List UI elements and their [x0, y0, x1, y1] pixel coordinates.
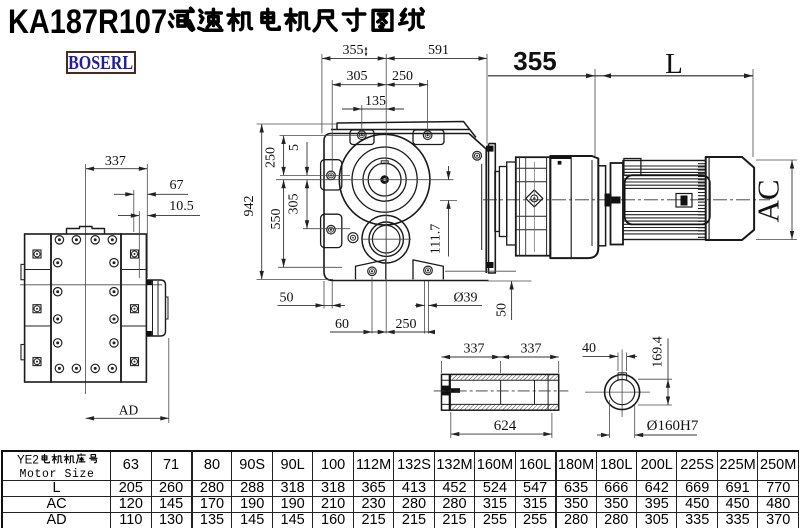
- svg-text:YE2: YE2: [17, 455, 39, 467]
- svg-text:355: 355: [513, 46, 556, 76]
- svg-text:250: 250: [392, 69, 413, 84]
- svg-text:169.4: 169.4: [651, 336, 666, 368]
- svg-text:Ø39: Ø39: [453, 291, 477, 306]
- svg-text:550: 550: [269, 209, 284, 230]
- svg-text:50: 50: [280, 291, 294, 306]
- svg-text:305: 305: [347, 69, 368, 84]
- svg-text:135: 135: [365, 94, 386, 109]
- svg-text:337: 337: [105, 154, 126, 169]
- svg-text:624: 624: [494, 418, 517, 434]
- svg-text:250: 250: [264, 147, 279, 168]
- svg-text:591: 591: [428, 43, 449, 58]
- svg-text:AC: AC: [751, 179, 786, 222]
- svg-text:5: 5: [287, 144, 302, 151]
- svg-text:40: 40: [582, 341, 596, 356]
- svg-text:250: 250: [396, 317, 417, 332]
- svg-text:10.5: 10.5: [169, 199, 194, 214]
- svg-text:337: 337: [464, 342, 485, 357]
- svg-text:355: 355: [343, 43, 364, 58]
- svg-text:Motor Size: Motor Size: [19, 468, 94, 480]
- svg-text:50: 50: [495, 303, 510, 317]
- svg-text:305: 305: [287, 194, 302, 215]
- svg-text:Ø160H7: Ø160H7: [647, 418, 699, 434]
- svg-text:L: L: [665, 48, 683, 80]
- svg-text:942: 942: [242, 195, 257, 216]
- svg-text:111.7: 111.7: [429, 224, 444, 254]
- svg-text:337: 337: [521, 342, 542, 357]
- svg-text:AD: AD: [119, 403, 139, 418]
- svg-text:67: 67: [170, 178, 184, 193]
- svg-text:60: 60: [335, 317, 349, 332]
